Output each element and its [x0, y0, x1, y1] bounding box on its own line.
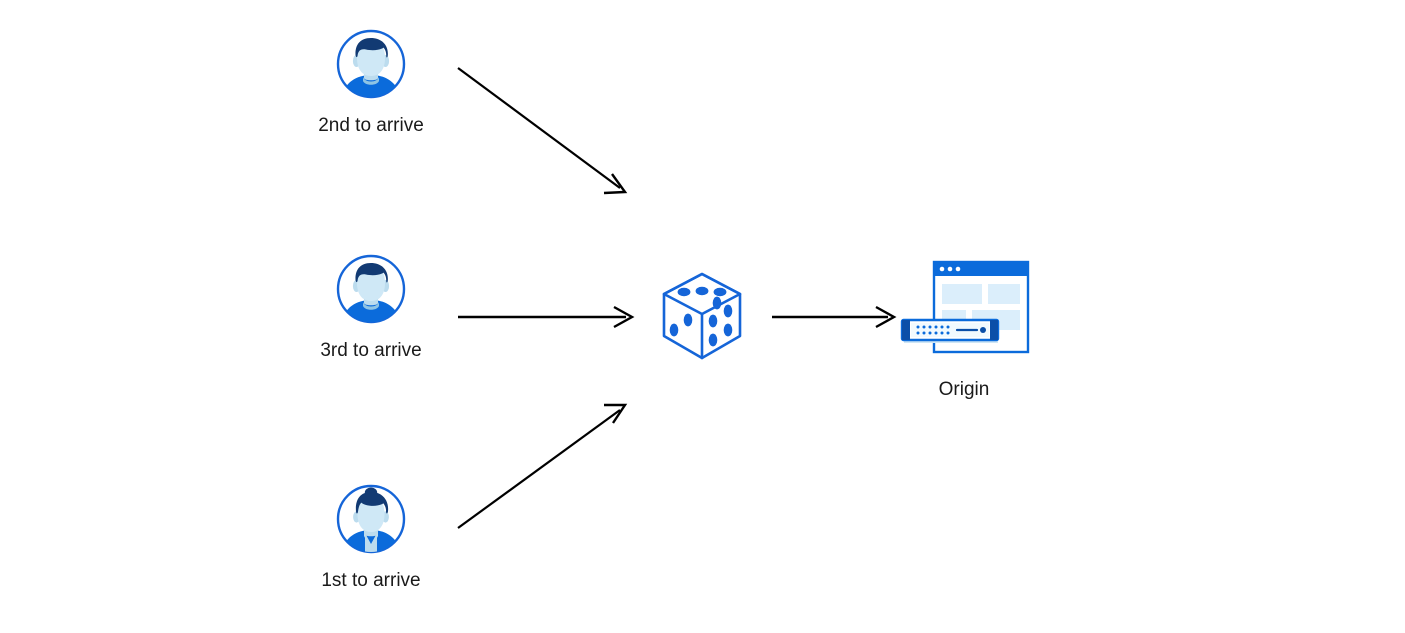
dice-right-pips [708, 296, 733, 347]
node-origin[interactable]: Origin [898, 258, 1030, 399]
dice-top-pips [677, 286, 727, 297]
node-label-origin: Origin [938, 379, 990, 400]
browser-dots [939, 266, 961, 272]
node-visitor-3rd[interactable]: 3rd to arrive [320, 253, 422, 360]
node-label-visitor-1st: 1st to arrive [321, 570, 421, 591]
node-visitor-2nd[interactable]: 2nd to arrive [318, 28, 424, 135]
origin-server-icon [898, 258, 1030, 358]
node-randomizer[interactable] [657, 270, 747, 362]
dice-left-pips [669, 313, 693, 337]
node-visitor-1st[interactable]: 1st to arrive [321, 483, 421, 590]
node-label-visitor-3rd: 3rd to arrive [320, 340, 422, 361]
user-avatar-icon [335, 28, 407, 100]
dice-icon [657, 270, 747, 362]
node-label-visitor-2nd: 2nd to arrive [318, 115, 424, 136]
server-device [900, 318, 1000, 343]
user-avatar-female-icon [335, 483, 407, 555]
arrow-1st-to-dice [457, 403, 628, 529]
arrow-dice-to-origin [772, 305, 897, 329]
server-port-lights [916, 325, 950, 335]
arrow-2nd-to-dice [457, 67, 628, 195]
user-avatar-icon [335, 253, 407, 325]
arrow-3rd-to-dice [458, 305, 635, 329]
